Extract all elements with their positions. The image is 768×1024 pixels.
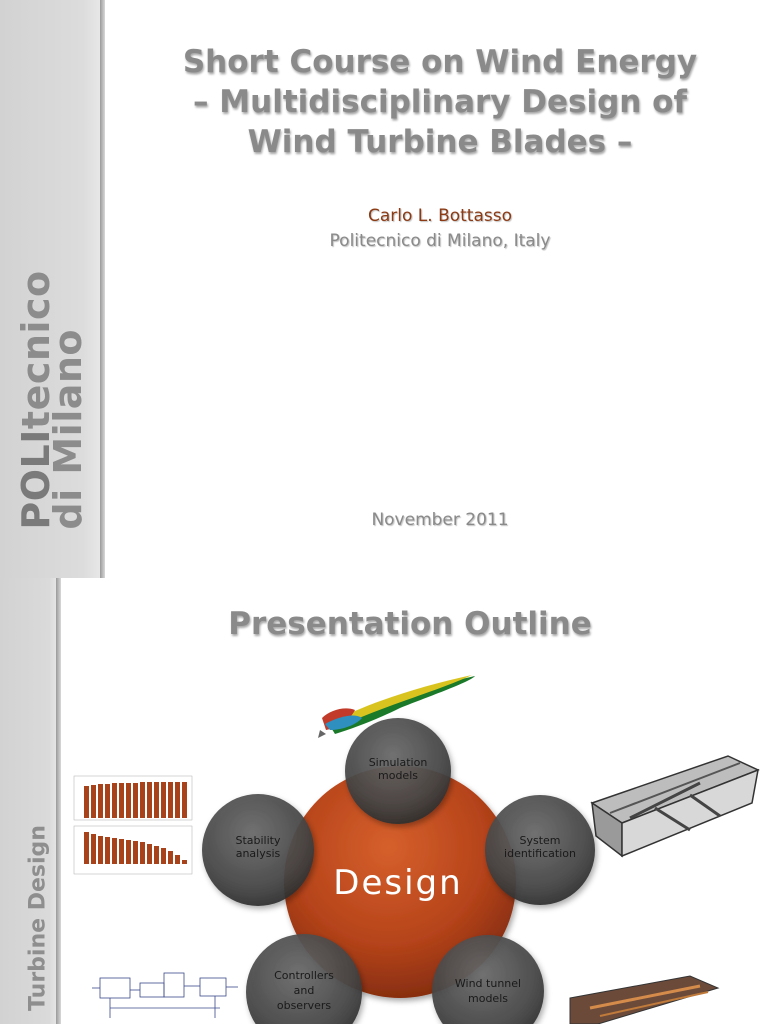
node-label: Wind tunnel — [455, 977, 521, 990]
node-label: and — [294, 984, 315, 997]
node-simulation-models: Simulation models — [345, 718, 451, 824]
title-line: Wind Turbine Blades – — [247, 124, 633, 160]
node-label: models — [378, 769, 418, 782]
node-stability-analysis: Stability analysis — [202, 794, 314, 906]
design-circle — [284, 766, 516, 998]
bar-chart-lower — [84, 832, 187, 864]
node-label: Controllers — [274, 969, 334, 982]
author-name: Carlo L. Bottasso — [367, 206, 512, 226]
side-band — [0, 578, 58, 1024]
side-band-edge — [56, 578, 61, 1024]
node-label: System — [519, 834, 560, 847]
control-block-diagram — [92, 972, 238, 1018]
bar-chart-image — [73, 775, 193, 875]
affiliation: Politecnico di Milano, Italy — [329, 231, 551, 251]
node-controllers-observers: Controllers and observers — [246, 934, 362, 1024]
design-diagram: Simulation models System identification … — [73, 675, 760, 1024]
node-label: observers — [277, 999, 332, 1012]
node-label: Stability — [235, 834, 281, 847]
title-slide: POLItecnico di Milano Short Course on Wi… — [0, 0, 750, 578]
blade-image — [318, 675, 475, 738]
node-wind-tunnel-models: Wind tunnel models — [432, 935, 544, 1024]
node-label: models — [468, 992, 508, 1005]
title-line: Short Course on Wind Energy — [182, 44, 698, 80]
wind-tunnel-image — [569, 975, 720, 1024]
design-label: Design — [333, 863, 462, 903]
test-rig-image — [590, 755, 760, 858]
presentation-date: November 2011 — [371, 510, 509, 530]
node-label: analysis — [236, 847, 281, 860]
side-band-edge — [100, 0, 105, 578]
side-band — [0, 0, 104, 578]
slide-title: Short Course on Wind Energy – Multidisci… — [130, 42, 750, 162]
outline-title: Presentation Outline — [228, 606, 592, 642]
node-label: Simulation — [369, 756, 428, 769]
node-label: identification — [504, 847, 576, 860]
outline-slide: Turbine Design Presentation Outline — [0, 578, 768, 1024]
bar-chart-upper — [84, 782, 187, 818]
node-system-identification: System identification — [485, 795, 595, 905]
title-line: – Multidisciplinary Design of — [193, 84, 687, 120]
